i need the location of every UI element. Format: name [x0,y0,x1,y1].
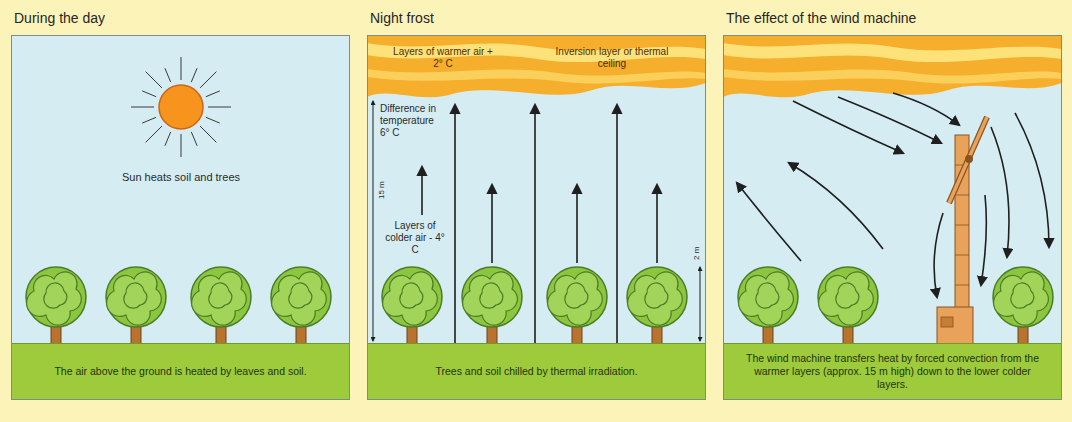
dimension-label: 15 m [377,180,387,200]
panel-title: Night frost [370,10,434,26]
scene-panel: Night frostTrees and soil chilled by the… [367,35,706,400]
scene-panel: The effect of the wind machineThe wind m… [723,35,1062,400]
scene-label: Layers of warmer air + 2° C [393,46,493,70]
ground-band: The air above the ground is heated by le… [12,343,349,399]
scene-panel: During the dayThe air above the ground i… [11,35,350,400]
scene-label: Inversion layer or thermal ceiling [547,46,677,70]
ground-band: Trees and soil chilled by thermal irradi… [368,343,705,399]
panel-title: During the day [14,10,105,26]
ground-band: The wind machine transfers heat by force… [724,343,1061,399]
ground-caption: The wind machine transfers heat by force… [724,352,1061,391]
scene-label: Layers of colder air - 4° C [385,220,445,256]
panel-title: The effect of the wind machine [726,10,916,26]
ground-caption: Trees and soil chilled by thermal irradi… [421,365,651,378]
scene-label: Difference in temperature 6° C [380,103,446,139]
scene-label: Sun heats soil and trees [81,171,281,184]
ground-caption: The air above the ground is heated by le… [40,365,320,378]
dimension-label: 2 m [692,246,702,261]
